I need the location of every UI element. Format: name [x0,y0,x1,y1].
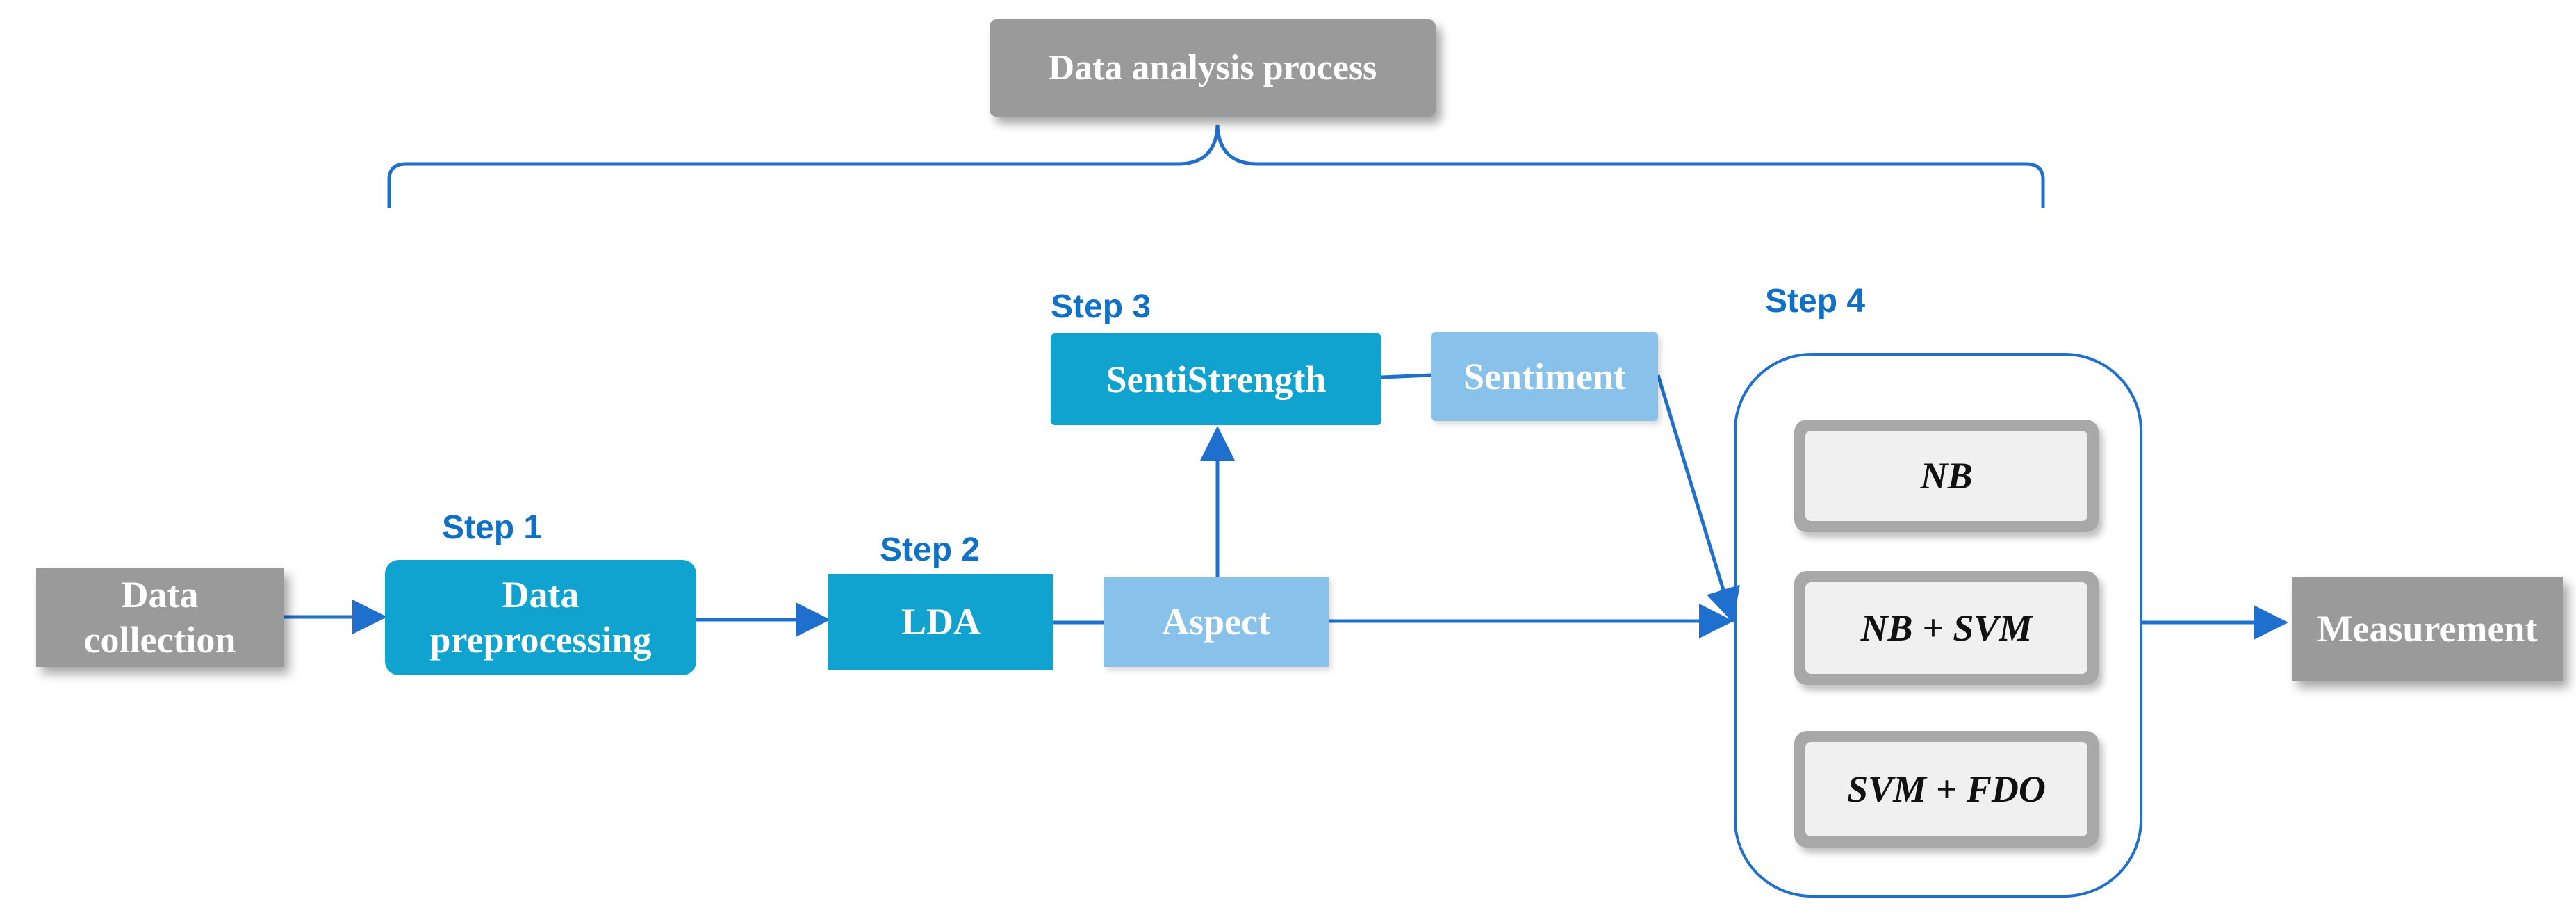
lda-box: LDA [828,574,1053,670]
sentistrength-label: SentiStrength [1106,358,1327,400]
data-preprocessing-line-1: Data [502,574,580,616]
model-nb-label: NB [1805,431,2087,521]
line-sentistrength-to-sentiment [1381,373,1432,379]
aspect-label: Aspect [1162,600,1270,643]
data-collection-line-1: Data [121,574,199,616]
arrow-sentiment-to-models [1656,374,1740,623]
lda-label: LDA [901,600,981,643]
measurement-label: Measurement [2317,607,2538,650]
title-text: Data analysis process [1048,47,1377,88]
title-box: Data analysis process [990,19,1436,117]
step-1-label: Step 1 [442,509,543,546]
model-svm-fdo: SVM + FDO [1794,731,2099,848]
bracket-line [387,124,2045,208]
data-preprocessing-line-2: preprocessing [429,619,652,661]
model-nb-svm: NB + SVM [1794,571,2099,685]
model-svm-fdo-label: SVM + FDO [1805,742,2087,836]
data-preprocessing-box: Data preprocessing [385,560,696,675]
step-2-label: Step 2 [880,531,981,568]
measurement-box: Measurement [2292,577,2563,681]
step-4-label: Step 4 [1765,283,1866,320]
models-container [1734,353,2142,898]
data-collection-box: Data collection [36,568,284,667]
model-nb: NB [1794,420,2099,532]
model-nb-svm-label: NB + SVM [1805,582,2087,674]
aspect-box: Aspect [1104,577,1329,667]
step-3-label: Step 3 [1051,288,1151,325]
sentistrength-box: SentiStrength [1051,333,1381,425]
data-collection-line-2: collection [83,619,236,661]
sentiment-label: Sentiment [1463,355,1626,397]
sentiment-box: Sentiment [1431,332,1658,421]
